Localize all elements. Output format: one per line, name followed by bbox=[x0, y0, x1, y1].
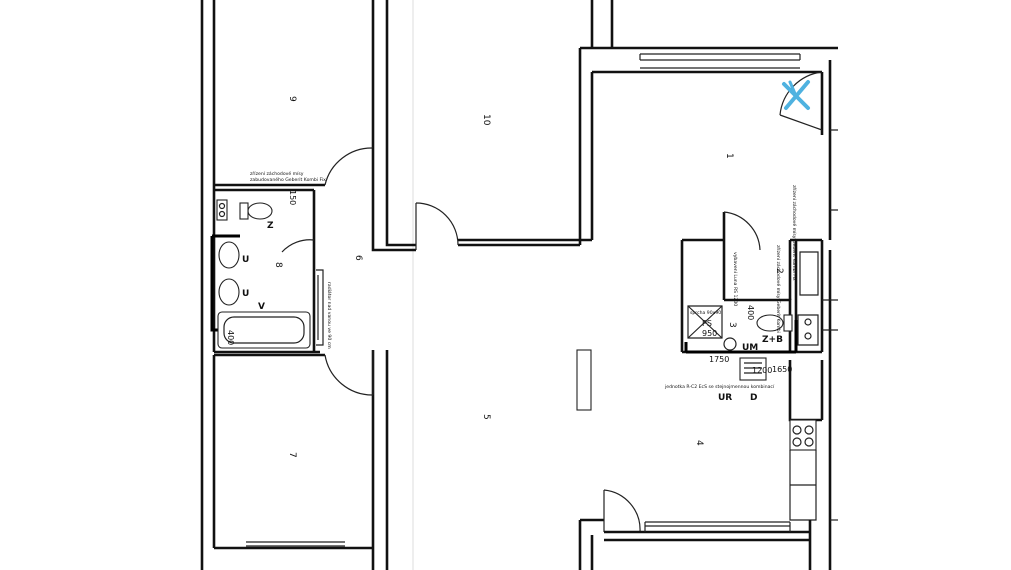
dim-1650: 1650 bbox=[772, 365, 792, 374]
d-label: D bbox=[750, 393, 757, 403]
note-right-5: sprcha 90x90 bbox=[690, 310, 721, 316]
note-right-3: vybavení Luna RS 1200 bbox=[732, 252, 739, 306]
stove bbox=[789, 419, 817, 451]
note-right-4: jednotka R-C2 EcS se stejnojmennou kombi… bbox=[664, 383, 775, 390]
dim-150: 150 bbox=[288, 190, 297, 205]
left-margin bbox=[0, 0, 172, 570]
right-margin bbox=[838, 0, 1011, 570]
room-label-5: 5 bbox=[481, 414, 491, 420]
dim-950: 950 bbox=[702, 329, 717, 338]
room-label-2: 2 bbox=[774, 268, 784, 274]
room-label-3: 3 bbox=[727, 322, 737, 328]
column bbox=[576, 349, 592, 411]
left-bathroom bbox=[210, 199, 324, 349]
left-wing-walls bbox=[200, 0, 389, 570]
sink-label-1: U bbox=[242, 255, 249, 265]
sink-lower bbox=[218, 278, 240, 306]
bathtub bbox=[217, 311, 311, 349]
room-label-9: 9 bbox=[287, 96, 297, 102]
sink-label-2: U bbox=[242, 289, 249, 299]
wc-right-label: Z+B bbox=[762, 335, 783, 345]
dim-400-right: 400 bbox=[746, 305, 755, 320]
note-left-2: zabudovaného Geberit Kombi Fix bbox=[250, 176, 326, 183]
ur-label: UR bbox=[718, 393, 732, 403]
sink-upper bbox=[218, 241, 240, 269]
blue-x-marker bbox=[782, 80, 810, 110]
wm-label: UM bbox=[742, 343, 758, 353]
note-right-2: zřízení záchodové mísy Geberit Kombi bbox=[775, 245, 782, 333]
room-label-7: 7 bbox=[287, 452, 297, 458]
toilet-right bbox=[756, 314, 784, 332]
note-right-1: zřízení záchodové mísy Geberit Kombi Fix bbox=[791, 185, 798, 281]
wc-left-label: Z bbox=[267, 221, 274, 231]
room-label-1: 1 bbox=[724, 153, 734, 159]
room-label-4: 4 bbox=[694, 440, 704, 446]
toilet-left bbox=[247, 202, 273, 220]
note-left-1: zřízení záchodové mísy bbox=[250, 170, 304, 177]
room-label-6: 6 bbox=[353, 255, 363, 261]
right-wing-walls bbox=[592, 46, 838, 570]
dim-1200: 1200 bbox=[752, 366, 772, 375]
dim-1750: 1750 bbox=[709, 355, 729, 364]
note-left-vertical: radiátor nad vanou ve 90 cm bbox=[326, 282, 333, 349]
room-label-8: 8 bbox=[273, 262, 283, 268]
room-label-10: 10 bbox=[481, 114, 491, 126]
right-bathroom bbox=[684, 314, 819, 381]
dim-400-left: 400 bbox=[226, 330, 235, 345]
ps-label: PS bbox=[702, 319, 712, 328]
center-walls bbox=[371, 0, 810, 570]
bath-label: V bbox=[258, 302, 265, 312]
